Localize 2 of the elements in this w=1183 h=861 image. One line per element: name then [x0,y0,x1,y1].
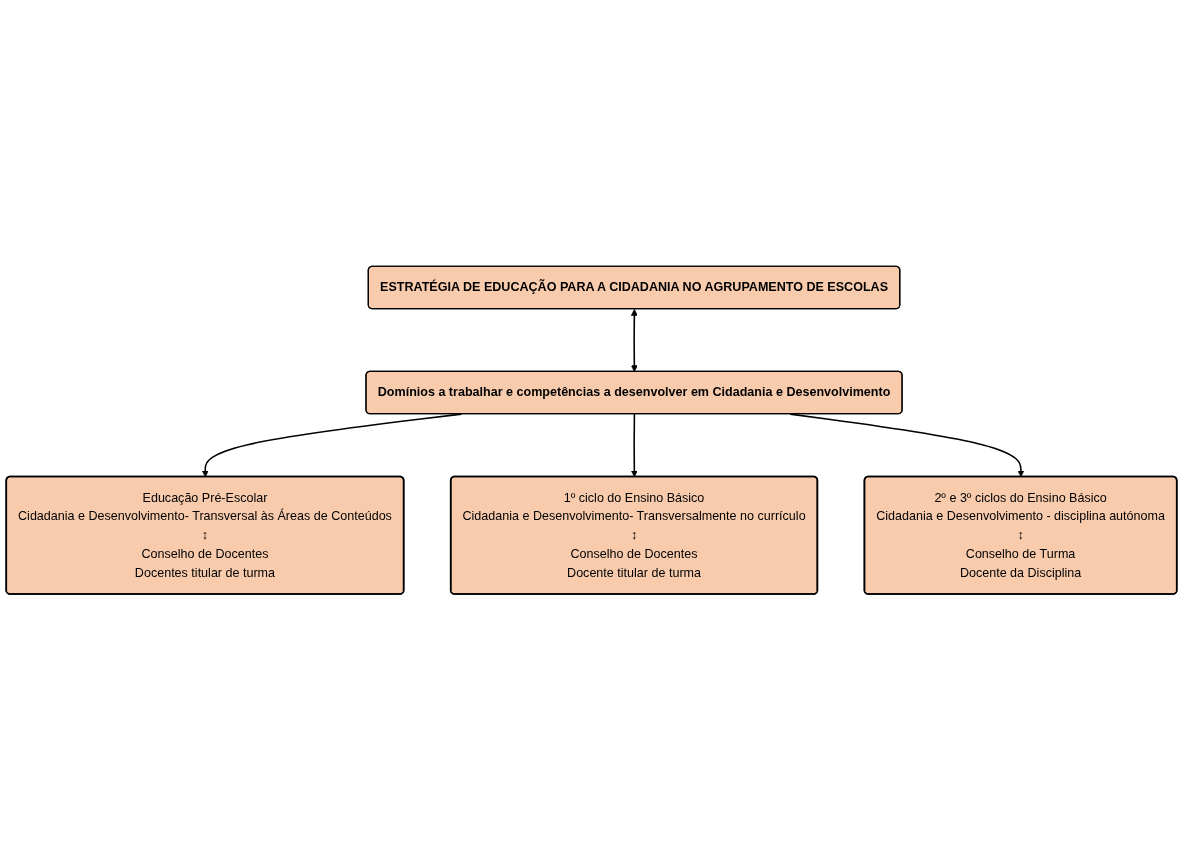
arrow [630,413,638,478]
arrow [630,309,638,373]
